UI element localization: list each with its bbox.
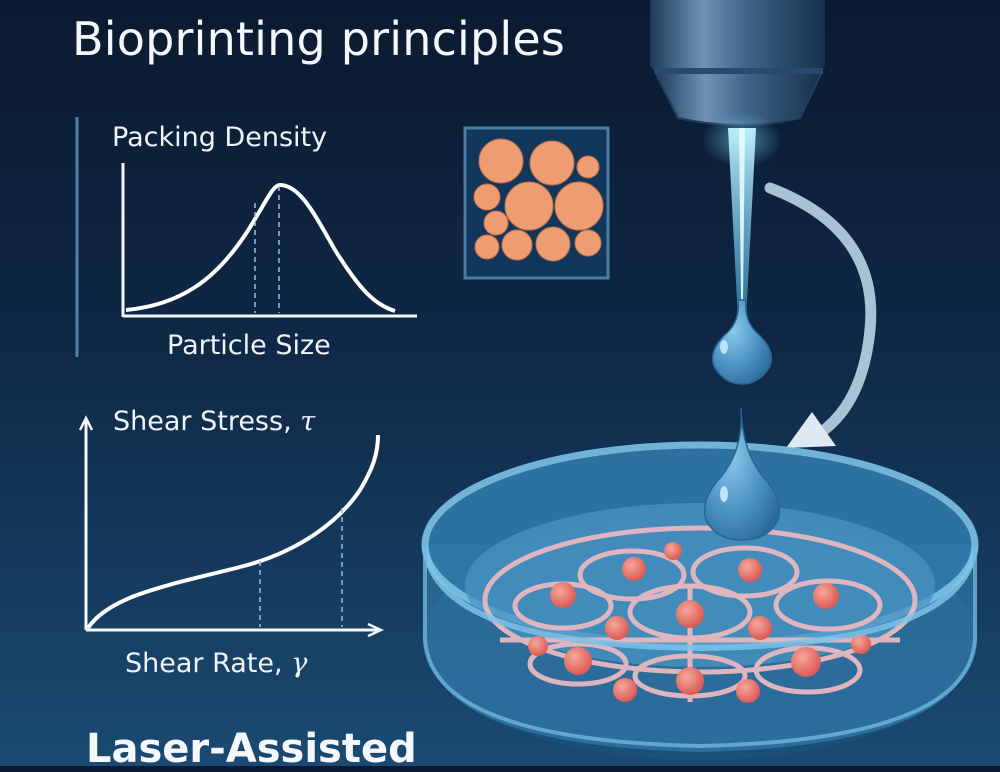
upper-droplet (711, 299, 773, 385)
shear-stress-chart (78, 415, 384, 638)
nozzle-illustration (650, 0, 825, 320)
gamma-symbol: γ (291, 648, 308, 679)
packed-particles-inset (463, 126, 610, 280)
section-heading-laser-assisted: Laser-Assisted (86, 726, 417, 772)
cell-spheres (528, 542, 871, 703)
curved-arrow-icon (764, 182, 877, 448)
packing-density-label: Packing Density (112, 122, 328, 153)
shear-stress-label: Shear Stress, (113, 406, 292, 437)
particle-size-label: Particle Size (167, 330, 331, 361)
petri-dish-illustration (421, 441, 979, 760)
tau-symbol: τ (300, 406, 316, 437)
shear-rate-label: Shear Rate, (125, 648, 283, 679)
packing-density-chart (75, 117, 417, 357)
page-title: Bioprinting principles (72, 12, 566, 66)
lower-droplet (703, 407, 781, 541)
